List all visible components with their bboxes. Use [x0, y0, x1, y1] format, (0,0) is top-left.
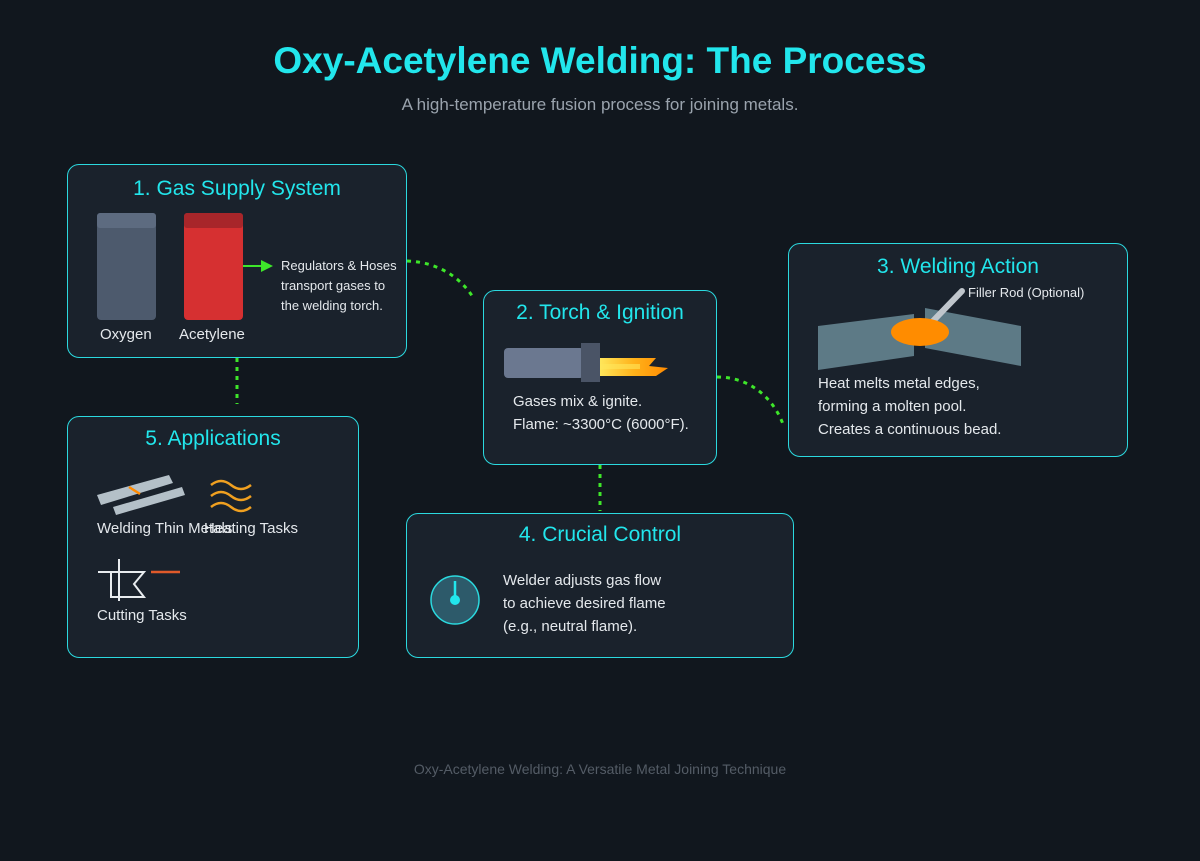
gauge-illustration [430, 575, 480, 625]
welding-action-card: 3. Welding Action Filler Rod (Optional) … [788, 243, 1128, 457]
torch-title: 2. Torch & Ignition [516, 301, 684, 324]
oxygen-label: Oxygen [100, 326, 152, 343]
connector-2-3 [716, 375, 785, 425]
heat-waves-icon [210, 479, 252, 513]
torch-illustration [504, 343, 668, 382]
applications-illustration [97, 475, 252, 601]
control-description-2: to achieve desired flame [503, 595, 666, 612]
application-heating: Heating Tasks [204, 520, 298, 537]
filler-rod-icon [930, 288, 965, 324]
torch-icon [504, 343, 600, 382]
torch-description-2: Flame: ~3300°C (6000°F). [513, 416, 689, 433]
gas-supply-description-3: the welding torch. [281, 298, 383, 313]
welding-description-3: Creates a continuous bead. [818, 421, 1002, 438]
connector-1-2 [406, 259, 476, 300]
gas-supply-description-1: Regulators & Hoses [281, 258, 397, 273]
cutting-icon [98, 559, 180, 601]
application-thin-metals: Welding Thin Metals [97, 520, 233, 537]
cylinders-illustration [97, 213, 273, 320]
filler-rod-label: Filler Rod (Optional) [968, 285, 1085, 300]
gauge-icon [430, 575, 480, 625]
control-title: 4. Crucial Control [518, 523, 682, 546]
welding-description-2: forming a molten pool. [818, 398, 967, 415]
welding-description-1: Heat melts metal edges, [818, 375, 980, 392]
thin-metal-icon [97, 475, 185, 515]
metal-plates-icon [818, 308, 1021, 370]
applications-card: 5. Applications Welding Thin Metals Heat… [67, 416, 359, 658]
page-subtitle: A high-temperature fusion process for jo… [401, 95, 799, 114]
arrow-right-icon [243, 260, 273, 272]
flame-icon [600, 358, 668, 376]
applications-title: 5. Applications [145, 427, 281, 450]
welding-action-title: 3. Welding Action [877, 255, 1039, 278]
torch-card: 2. Torch & Ignition Gases mix & ignite. … [483, 290, 717, 465]
oxygen-cylinder-icon [97, 213, 156, 320]
control-description-3: (e.g., neutral flame). [503, 618, 638, 635]
application-cutting: Cutting Tasks [97, 607, 187, 624]
control-description-1: Welder adjusts gas flow [503, 572, 662, 589]
gas-supply-title: 1. Gas Supply System [133, 177, 341, 200]
torch-description-1: Gases mix & ignite. [513, 393, 643, 410]
control-card: 4. Crucial Control Welder adjusts gas fl… [406, 513, 794, 658]
acetylene-label: Acetylene [179, 326, 245, 343]
gas-supply-description-2: transport gases to [281, 278, 386, 293]
footer-caption: Oxy-Acetylene Welding: A Versatile Metal… [413, 761, 787, 777]
acetylene-cylinder-icon [184, 213, 243, 320]
gas-supply-card: 1. Gas Supply System Oxygen Acetylene Re… [67, 164, 407, 358]
molten-pool-icon [891, 318, 949, 346]
page-title: Oxy-Acetylene Welding: The Process [273, 40, 927, 81]
weld-illustration [818, 288, 1021, 370]
